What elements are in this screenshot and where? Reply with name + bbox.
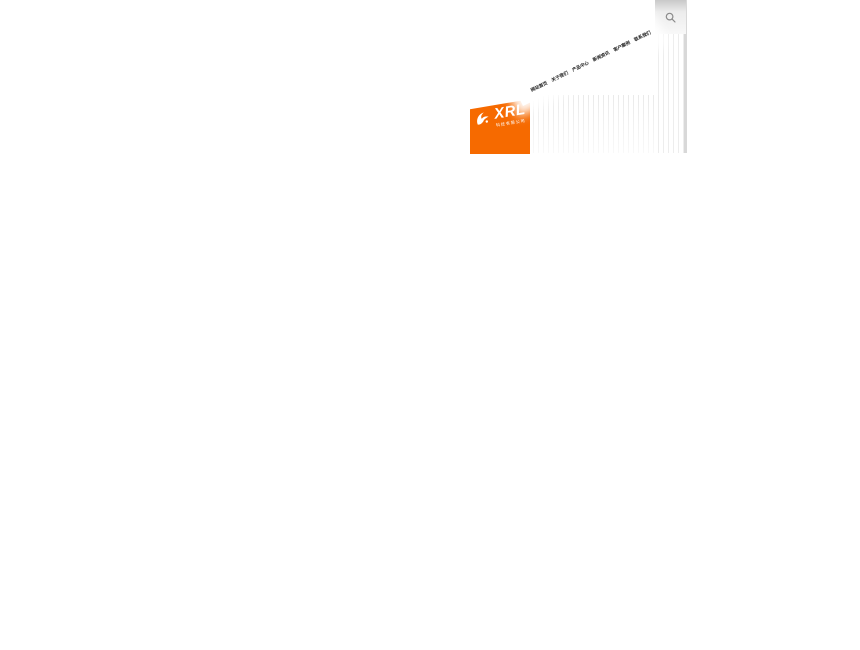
logo-inner: XRL 科技有限公司 [472, 101, 527, 131]
nav-item-news[interactable]: 新闻资讯 [591, 50, 611, 63]
header-blur-texture [528, 95, 662, 153]
site-logo[interactable]: XRL 科技有限公司 [470, 99, 530, 154]
nav-item-home[interactable]: 网站首页 [529, 80, 549, 93]
nav-item-about[interactable]: 关于我们 [550, 70, 569, 83]
search-button[interactable] [655, 0, 686, 34]
nav-item-cases[interactable]: 客户案例 [612, 39, 631, 53]
main-navigation: 网站首页 关于我们 产品中心 新闻资讯 客户案例 联系我们 [514, 22, 658, 106]
nav-item-products[interactable]: 产品中心 [571, 60, 590, 73]
nav-item-contact[interactable]: 联系我们 [633, 29, 652, 43]
logo-mark-icon [473, 109, 494, 130]
search-icon[interactable] [665, 12, 676, 23]
